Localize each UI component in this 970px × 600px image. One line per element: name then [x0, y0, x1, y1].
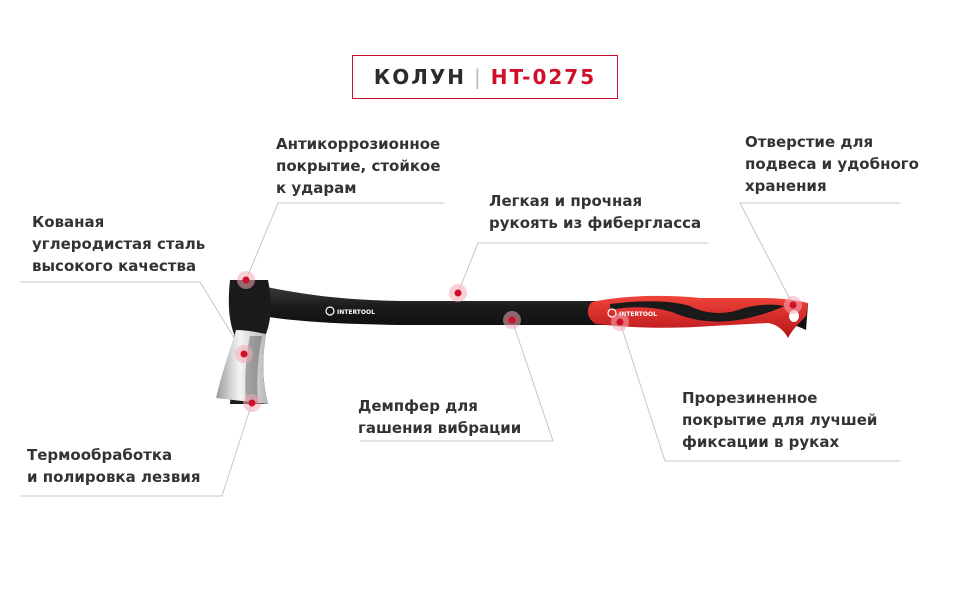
callout-steel: Кованая углеродистая сталь высокого каче…: [32, 213, 206, 275]
dot-hole: [784, 296, 802, 314]
product-code: HT-0275: [490, 65, 597, 89]
brand-text-grip: INTERTOOL: [619, 311, 657, 318]
leader-damper: [360, 319, 554, 442]
leader-blade: [20, 402, 253, 497]
dot-steel: [235, 345, 253, 363]
grip-inlay: [610, 301, 784, 322]
dot-damper: [503, 311, 521, 329]
callout-damper: Демпфер для гашения вибрации: [358, 397, 522, 437]
callout-dots: [235, 271, 802, 412]
leader-hole: [739, 202, 900, 306]
leader-rubber: [619, 321, 900, 462]
axe-blade: [216, 330, 268, 404]
product-title-box: КОЛУН | HT-0275: [352, 55, 618, 99]
leader-lines: [20, 202, 900, 497]
brand-text-shaft: INTERTOOL: [337, 309, 375, 316]
callout-rubber: Прорезиненное покрытие для лучшей фиксац…: [682, 389, 878, 451]
dot-handle: [449, 284, 467, 302]
dot-rubber: [611, 313, 629, 331]
product-name: КОЛУН: [373, 65, 466, 89]
dot-blade: [243, 394, 261, 412]
title-separator: |: [473, 65, 483, 89]
brand-mark-grip: INTERTOOL: [607, 308, 657, 318]
dot-coating: [237, 271, 255, 289]
callout-hole: Отверстие для подвеса и удобного хранени…: [745, 133, 919, 195]
leader-handle: [457, 242, 708, 294]
leader-coating: [245, 202, 444, 281]
callout-blade: Термообработка и полировка лезвия: [27, 446, 201, 486]
brand-mark-shaft: INTERTOOL: [325, 306, 375, 316]
callout-coating: Антикоррозионное покрытие, стойкое к уда…: [276, 135, 441, 197]
leader-steel: [20, 281, 245, 355]
callout-handle: Легкая и прочная рукоять из фибергласса: [489, 192, 702, 232]
